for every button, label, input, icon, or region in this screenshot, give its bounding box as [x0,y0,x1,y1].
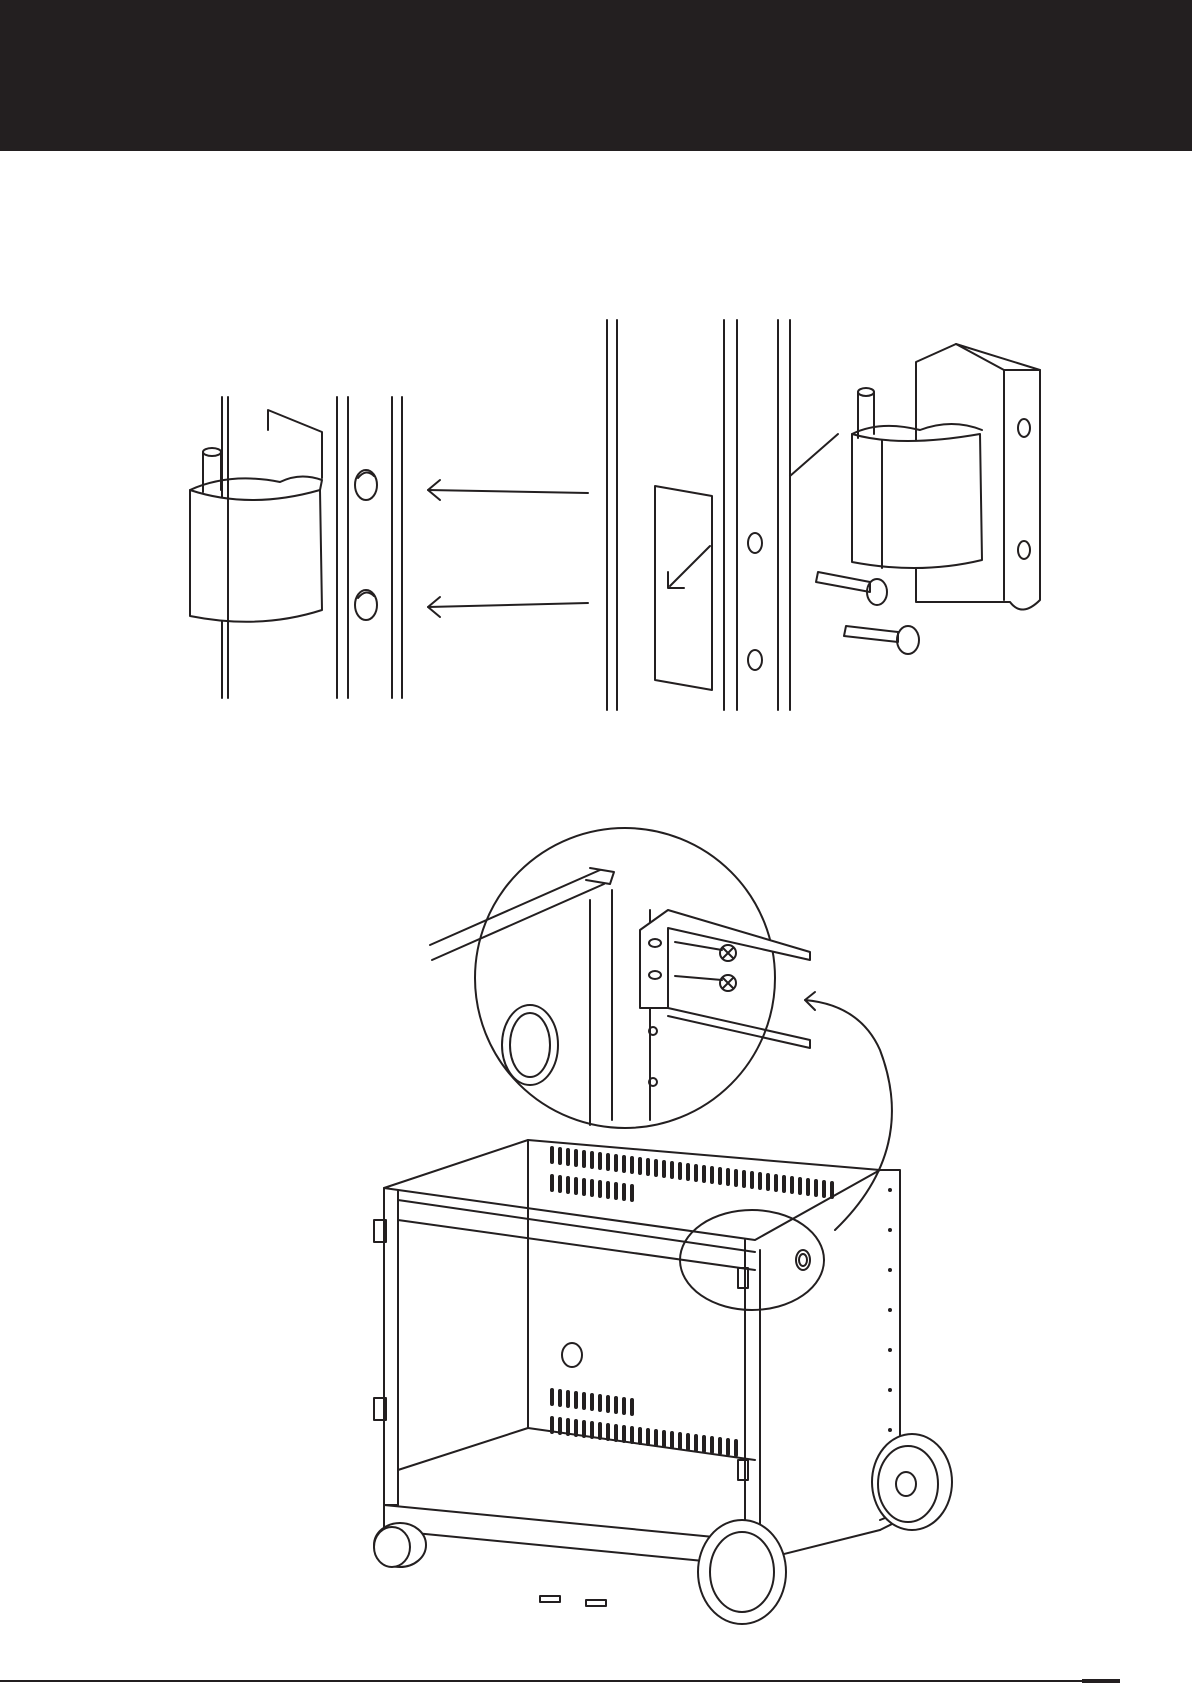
left-frame-rail [337,397,402,698]
hinge-illustration [0,300,1192,720]
right-hinge-bracket [852,344,1040,610]
detail-highlight [680,1210,824,1310]
callout-arrow [805,992,892,1230]
detail-callout [430,828,810,1128]
hinge-figure [0,300,1192,720]
cart-frame [374,1140,900,1606]
cart-figure [0,820,1192,1640]
cart-wheels [374,1434,952,1624]
side-rail-holes [888,1188,892,1472]
footer-mark [1082,1679,1120,1683]
cart-illustration [0,820,1192,1640]
right-frame-rail [607,320,838,710]
direction-arrows [428,480,588,617]
header-band [0,0,1192,151]
footer-rule [0,1680,1118,1682]
hinge-pins [816,572,919,654]
left-hinge-block [190,410,322,622]
